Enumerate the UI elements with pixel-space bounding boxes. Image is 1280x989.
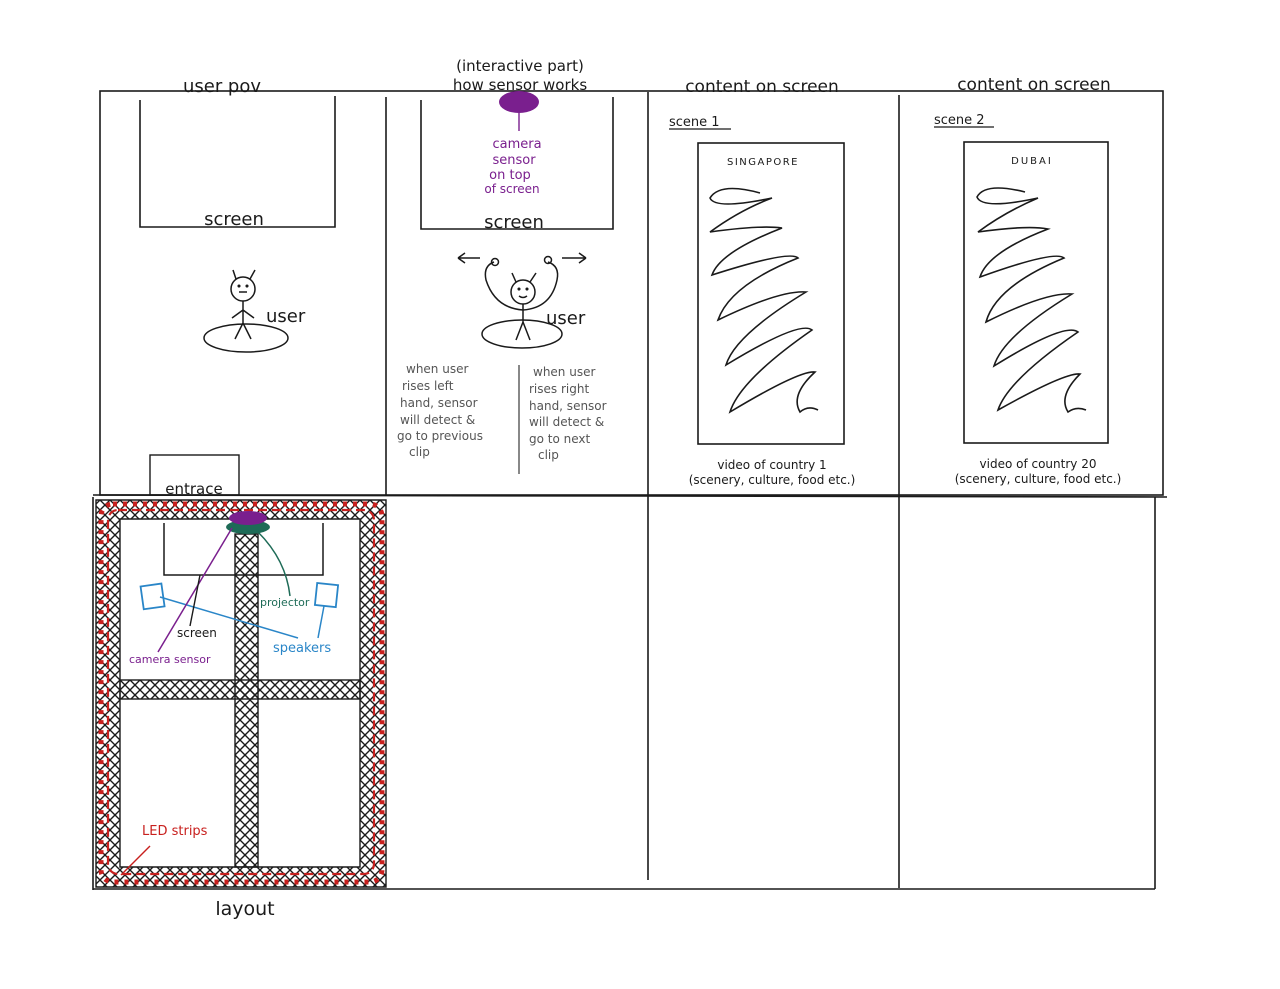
panel-scene-1: content on screen scene 1 SINGAPORE vide…	[669, 77, 855, 487]
video-frame	[698, 143, 844, 444]
svg-text:will detect &: will detect &	[529, 415, 604, 429]
screen-label: screen	[177, 626, 217, 640]
video-frame	[964, 142, 1108, 443]
panel-scene-2: content on screen scene 2 DUBAI video of…	[934, 75, 1121, 486]
layout-plan: entrace projector screen camera sensor s…	[96, 480, 386, 920]
svg-text:clip: clip	[409, 445, 430, 459]
svg-text:go to next: go to next	[529, 432, 591, 446]
speaker-icon-left	[141, 584, 165, 610]
camera-sensor-icon	[499, 91, 539, 113]
screen-label: screen	[484, 212, 544, 233]
video-placeholder-scribble	[710, 189, 818, 412]
svg-text:when user: when user	[406, 362, 468, 376]
camera-sensor-label: camera sensor on top of screen	[484, 137, 541, 196]
speakers-label: speakers	[273, 641, 331, 656]
svg-text:sensor: sensor	[492, 153, 536, 168]
panel-heading: content on screen	[685, 77, 839, 97]
camera-sensor-label: camera sensor	[129, 653, 211, 666]
video-caption-line2: (scenery, culture, food etc.)	[689, 473, 856, 487]
video-caption-line2: (scenery, culture, food etc.)	[955, 472, 1122, 486]
video-caption-line1: video of country 1	[717, 458, 826, 472]
panel-heading-line1: (interactive part)	[456, 57, 584, 75]
svg-text:rises left: rises left	[402, 379, 454, 393]
right-hand-note: when user rises right hand, sensor will …	[529, 365, 607, 462]
svg-text:on top: on top	[489, 168, 531, 183]
user-label: user	[266, 306, 306, 327]
speaker-icon-right	[315, 583, 338, 607]
svg-text:go to previous: go to previous	[397, 429, 483, 443]
user-label: user	[546, 308, 586, 329]
screen-pointer	[190, 575, 200, 626]
scene-label: scene 2	[934, 113, 985, 128]
svg-text:when user: when user	[533, 365, 595, 379]
panel-sensor: (interactive part) how sensor works came…	[397, 57, 613, 474]
left-hand-note: when user rises left hand, sensor will d…	[397, 362, 483, 459]
svg-text:hand, sensor: hand, sensor	[400, 396, 478, 410]
svg-text:camera: camera	[492, 137, 541, 152]
video-placeholder-scribble	[977, 188, 1086, 412]
svg-text:will detect &: will detect &	[400, 413, 475, 427]
speaker-pointer-right	[318, 606, 324, 638]
country-title: SINGAPORE	[727, 157, 799, 168]
projector-pointer	[258, 532, 290, 596]
user-raising-hands	[458, 253, 586, 348]
partition-vertical	[235, 534, 258, 867]
screen-outline	[140, 96, 335, 227]
led-strips-label: LED strips	[142, 824, 208, 839]
svg-text:of screen: of screen	[484, 182, 539, 196]
svg-text:hand, sensor: hand, sensor	[529, 399, 607, 413]
projector-label: projector	[260, 596, 310, 609]
layout-caption: layout	[215, 898, 274, 920]
panel-heading: content on screen	[957, 75, 1111, 95]
scene-label: scene 1	[669, 115, 720, 130]
entrance-label: entrace	[165, 480, 222, 498]
camera-sensor-icon	[229, 511, 267, 525]
svg-text:rises right: rises right	[529, 382, 589, 396]
panel-heading: user pov	[183, 76, 261, 97]
screen-label: screen	[204, 209, 264, 230]
panel-user-pov: user pov screen user	[140, 76, 335, 495]
video-caption-line1: video of country 20	[980, 457, 1097, 471]
country-title: DUBAI	[1011, 156, 1053, 167]
svg-text:clip: clip	[538, 448, 559, 462]
